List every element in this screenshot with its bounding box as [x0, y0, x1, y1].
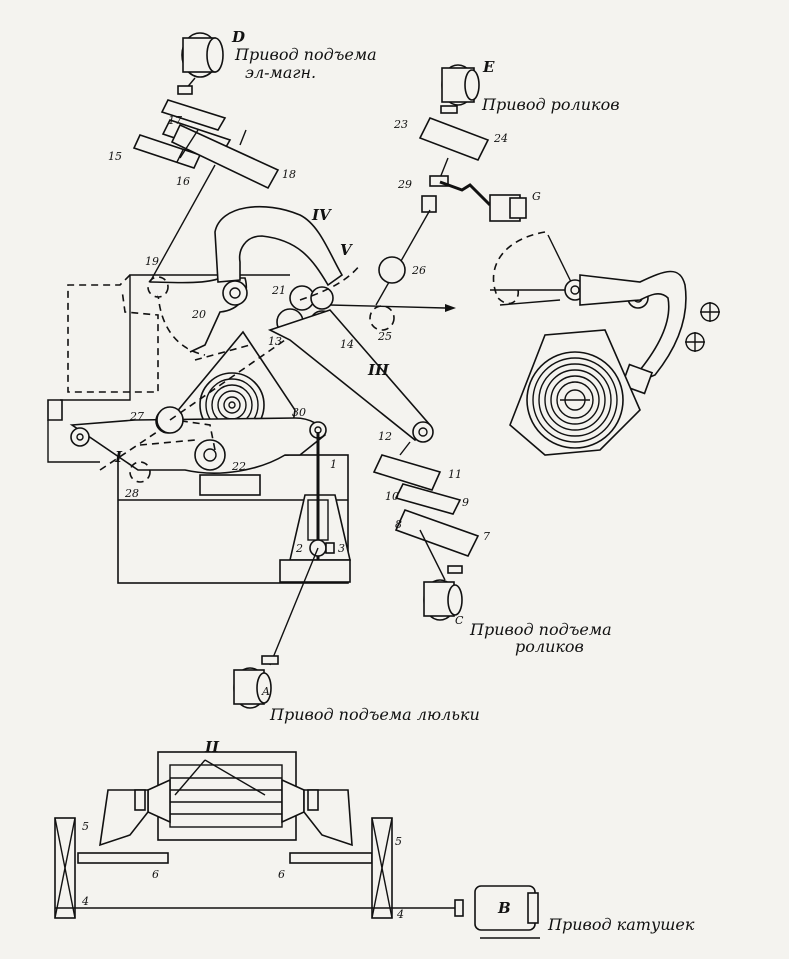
shaft-18-19: [149, 164, 216, 283]
label-7: 7: [483, 530, 490, 543]
label-9: 9: [462, 496, 469, 509]
label-8: 8: [395, 518, 402, 531]
label-24: 24: [493, 132, 508, 145]
label-28: 28: [124, 487, 139, 500]
label-17: 17: [168, 114, 182, 127]
drive-a-assembly: [233, 655, 279, 709]
label-roman-i: I: [114, 448, 123, 466]
label-letter-d: D: [231, 28, 245, 46]
caption-drive-d-line2: эл-магн.: [245, 63, 316, 82]
label-4b: 4: [396, 908, 404, 921]
label-19: 19: [145, 255, 159, 268]
drive-d-assembly: [132, 32, 280, 190]
drive-e-assembly: [375, 64, 527, 306]
label-29: 29: [397, 178, 412, 191]
label-6a: 6: [152, 868, 159, 881]
label-letter-g: G: [532, 190, 541, 203]
label-letter-c: C: [455, 614, 464, 627]
label-14: 14: [340, 338, 354, 351]
label-2: 2: [295, 542, 303, 555]
label-30: 30: [292, 406, 306, 419]
label-25: 25: [377, 330, 392, 343]
label-roman-iii: III: [367, 361, 390, 379]
label-20: 20: [191, 308, 206, 321]
caption-drive-b: Привод катушек: [547, 915, 695, 934]
caption-drive-c-line2: роликов: [515, 637, 584, 656]
label-roman-ii: II: [204, 738, 220, 756]
label-22: 22: [231, 460, 246, 473]
label-roman-v: V: [340, 241, 353, 259]
label-letter-a: A: [261, 685, 270, 698]
drive-c-assembly: [372, 454, 480, 621]
label-letter-e: E: [482, 58, 495, 76]
bottom-spool-assembly: [54, 751, 540, 939]
caption-drive-c-line1: Привод подъема: [469, 620, 612, 639]
label-5a: 5: [82, 820, 89, 833]
label-18: 18: [282, 168, 296, 181]
right-side-view: [490, 231, 720, 456]
label-5b: 5: [395, 835, 402, 848]
label-4a: 4: [81, 895, 89, 908]
label-letter-b: B: [497, 899, 511, 917]
label-15: 15: [108, 150, 122, 163]
caption-drive-d-line1: Привод подъема: [234, 45, 377, 64]
caption-drive-e: Привод роликов: [481, 95, 620, 114]
label-10: 10: [385, 490, 399, 503]
label-11: 11: [448, 468, 462, 481]
label-1: 1: [330, 458, 337, 471]
label-16: 16: [176, 175, 190, 188]
label-21: 21: [271, 284, 286, 297]
label-roman-iv: IV: [311, 206, 332, 224]
label-27: 27: [129, 410, 144, 423]
label-3: 3: [338, 542, 345, 555]
main-frame: [47, 205, 456, 666]
label-6b: 6: [278, 868, 285, 881]
caption-drive-a: Привод подъема люльки: [269, 705, 480, 724]
label-26: 26: [411, 264, 426, 277]
label-23: 23: [393, 118, 408, 131]
label-12: 12: [378, 430, 392, 443]
label-13: 13: [268, 335, 282, 348]
